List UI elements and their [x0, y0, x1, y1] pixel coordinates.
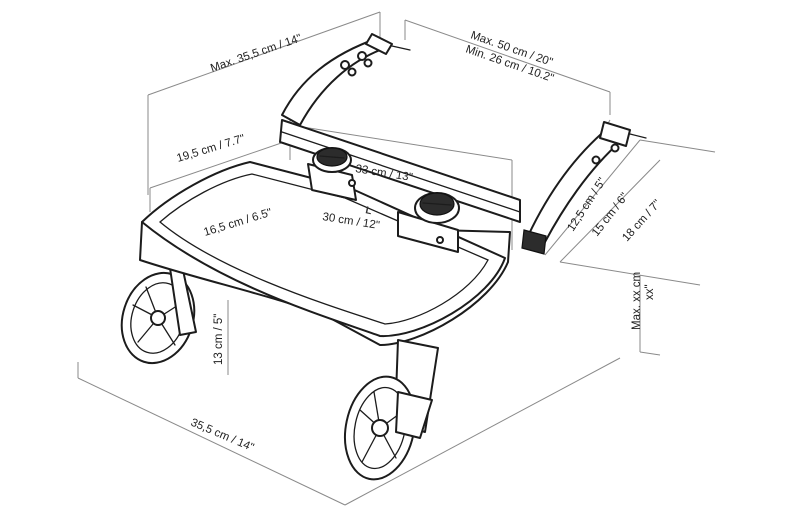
standing-board — [139, 161, 511, 346]
right-wheel — [344, 339, 439, 481]
connector-left — [307, 147, 357, 201]
brand-logo: L — [364, 205, 372, 217]
left-handle-arm — [281, 33, 411, 126]
left-wheel — [120, 267, 197, 365]
connector-bar — [279, 119, 521, 223]
label-arm-18: 18 cm / 7" — [620, 198, 663, 244]
label-top-width: Max. 35,5 cm / 14" — [209, 32, 303, 74]
label-max-height-b: xx" — [644, 284, 656, 300]
right-handle-arm — [521, 121, 647, 255]
connector-right — [397, 192, 460, 253]
label-max-height-a: Max. xx cm — [631, 272, 643, 330]
label-board-depth: 19,5 cm / 7.7" — [175, 133, 246, 165]
label-wheel-height: 13 cm / 5" — [213, 314, 225, 365]
